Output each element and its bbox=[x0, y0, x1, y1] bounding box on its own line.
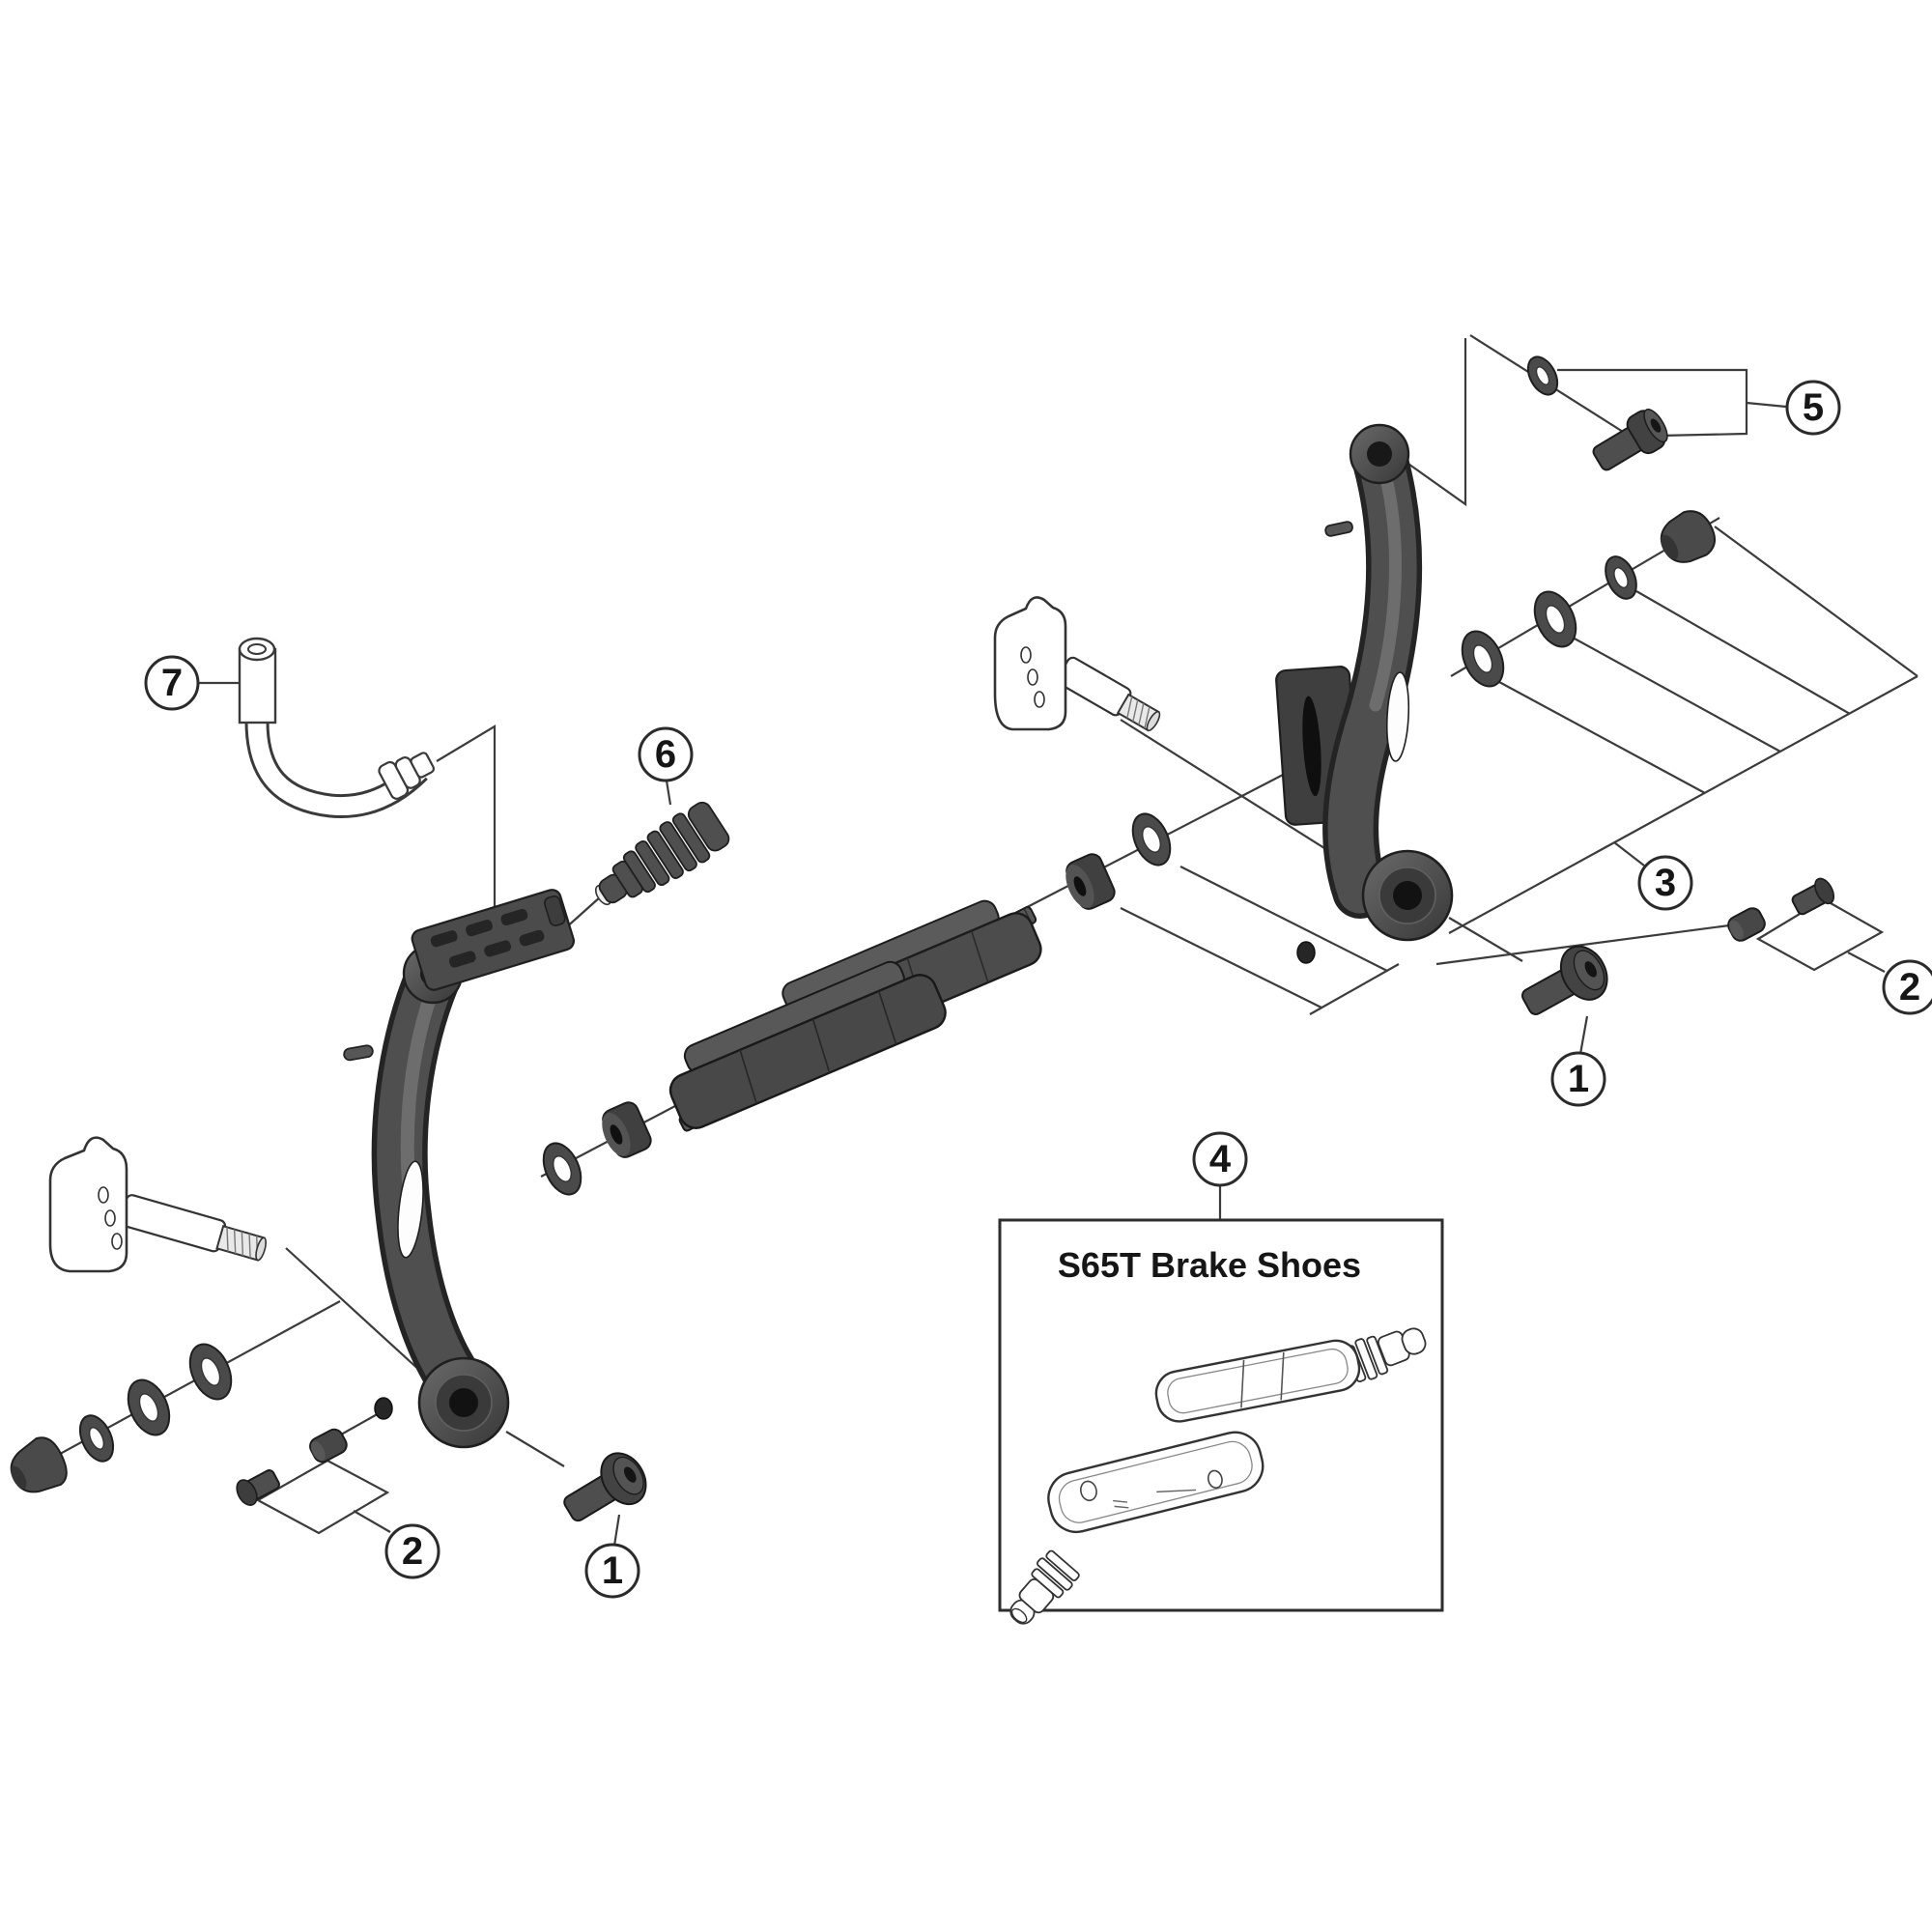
washer-thin-right bbox=[1605, 555, 1637, 600]
washer-ring-left-inner bbox=[542, 1142, 582, 1196]
callout-1-right: 1 bbox=[1550, 1051, 1606, 1107]
frame-boss-left bbox=[48, 1136, 267, 1273]
comb-rail-a bbox=[1309, 963, 1400, 1015]
cone-nut-right bbox=[1660, 510, 1716, 563]
svg-text:6: 6 bbox=[655, 733, 676, 776]
bolt5-pointer bbox=[1405, 338, 1467, 507]
link-pin-left bbox=[309, 1428, 348, 1463]
link-hole-left bbox=[374, 1397, 393, 1420]
right-bracket-2 bbox=[1755, 897, 1885, 972]
mount-bolt-left bbox=[563, 1452, 647, 1522]
left-pivot-axis-b bbox=[505, 1431, 565, 1467]
right-pivot-axis-a bbox=[1120, 719, 1351, 866]
cable-link-plate bbox=[411, 889, 576, 991]
brake-pad-left bbox=[668, 960, 947, 1132]
svg-text:7: 7 bbox=[161, 662, 183, 704]
shoe-upper bbox=[1154, 1327, 1427, 1423]
callout-5: 5 bbox=[1785, 380, 1841, 436]
callout-2-left: 2 bbox=[384, 1523, 440, 1579]
shoe-lower bbox=[1009, 1431, 1264, 1625]
right-leader-3 bbox=[1613, 841, 1645, 867]
boot-pointer-line bbox=[563, 895, 602, 930]
comb-tooth-2 bbox=[1572, 637, 1781, 753]
noodle-pointer-line bbox=[436, 724, 497, 913]
washer-5 bbox=[1526, 355, 1559, 396]
link-pin-right bbox=[1727, 907, 1766, 942]
washer-a-left bbox=[188, 1343, 233, 1401]
right-link-pointer bbox=[1435, 923, 1730, 966]
callouts: 7 6 5 3 4 1 2 1 bbox=[144, 380, 1932, 1599]
cone-nut-left bbox=[10, 1436, 68, 1493]
frame-boss-right bbox=[993, 596, 1161, 732]
callout-1-left: 1 bbox=[584, 1543, 640, 1599]
spring-pin-right bbox=[1324, 521, 1353, 537]
svg-text:5: 5 bbox=[1803, 386, 1824, 429]
brake-arm-right bbox=[1275, 423, 1454, 964]
left-bracket-2 bbox=[255, 1459, 390, 1535]
comb-tooth-1 bbox=[1498, 681, 1706, 794]
mount-bolt-right bbox=[1520, 945, 1608, 1015]
right-leader-2 bbox=[1847, 952, 1886, 973]
comb-tooth-4 bbox=[1714, 526, 1918, 677]
spacer-drum-right bbox=[1065, 853, 1116, 910]
washer-b-right bbox=[1461, 630, 1505, 688]
left-leader-2 bbox=[353, 1510, 391, 1533]
brake-arm-left bbox=[343, 943, 510, 1449]
box-title: S65T Brake Shoes bbox=[1058, 1245, 1361, 1285]
callout-7: 7 bbox=[144, 655, 200, 711]
brake-shoes-box: S65T Brake Shoes bbox=[998, 1218, 1444, 1625]
link-hole-right bbox=[1296, 941, 1316, 964]
link-bolt-left bbox=[236, 1469, 280, 1506]
svg-text:1: 1 bbox=[602, 1549, 623, 1592]
spacer-drum-left bbox=[602, 1101, 652, 1158]
right-leader-1 bbox=[1578, 1015, 1589, 1055]
comb-rail-b bbox=[1448, 675, 1918, 934]
washer-ring-right-inner bbox=[1131, 812, 1172, 867]
leader-5 bbox=[1746, 401, 1787, 409]
callout-4: 4 bbox=[1192, 1131, 1248, 1187]
leader-6 bbox=[665, 780, 672, 806]
washer-b-left bbox=[127, 1378, 171, 1436]
noodle-ferrule bbox=[378, 752, 436, 800]
inboard-tooth-1 bbox=[1120, 907, 1322, 1009]
spring-pin-left bbox=[343, 1044, 374, 1062]
callout-6: 6 bbox=[638, 726, 694, 782]
callout-2-right: 2 bbox=[1882, 959, 1932, 1015]
washer-thin-left bbox=[78, 1414, 115, 1463]
arm-window-left bbox=[397, 1160, 424, 1259]
bolt-5 bbox=[1592, 409, 1668, 471]
washer-a-right bbox=[1533, 590, 1577, 648]
comb-tooth-3 bbox=[1635, 590, 1851, 715]
callout-3: 3 bbox=[1637, 855, 1693, 911]
link-bolt-right bbox=[1791, 877, 1835, 916]
svg-text:1: 1 bbox=[1568, 1058, 1589, 1100]
left-leader-1 bbox=[612, 1514, 621, 1547]
svg-text:3: 3 bbox=[1655, 862, 1676, 904]
left-pad-axis-a bbox=[18, 1300, 341, 1477]
inboard-tooth-2 bbox=[1179, 866, 1388, 972]
svg-text:4: 4 bbox=[1209, 1138, 1232, 1180]
svg-text:2: 2 bbox=[402, 1530, 423, 1573]
arm-window-right bbox=[1385, 671, 1410, 762]
cable-adjust-boot bbox=[594, 801, 730, 906]
svg-text:2: 2 bbox=[1899, 966, 1920, 1009]
bracket-5 bbox=[1557, 368, 1748, 438]
cable-guide-pipe bbox=[238, 637, 436, 819]
left-pivot-axis-a bbox=[285, 1247, 422, 1373]
